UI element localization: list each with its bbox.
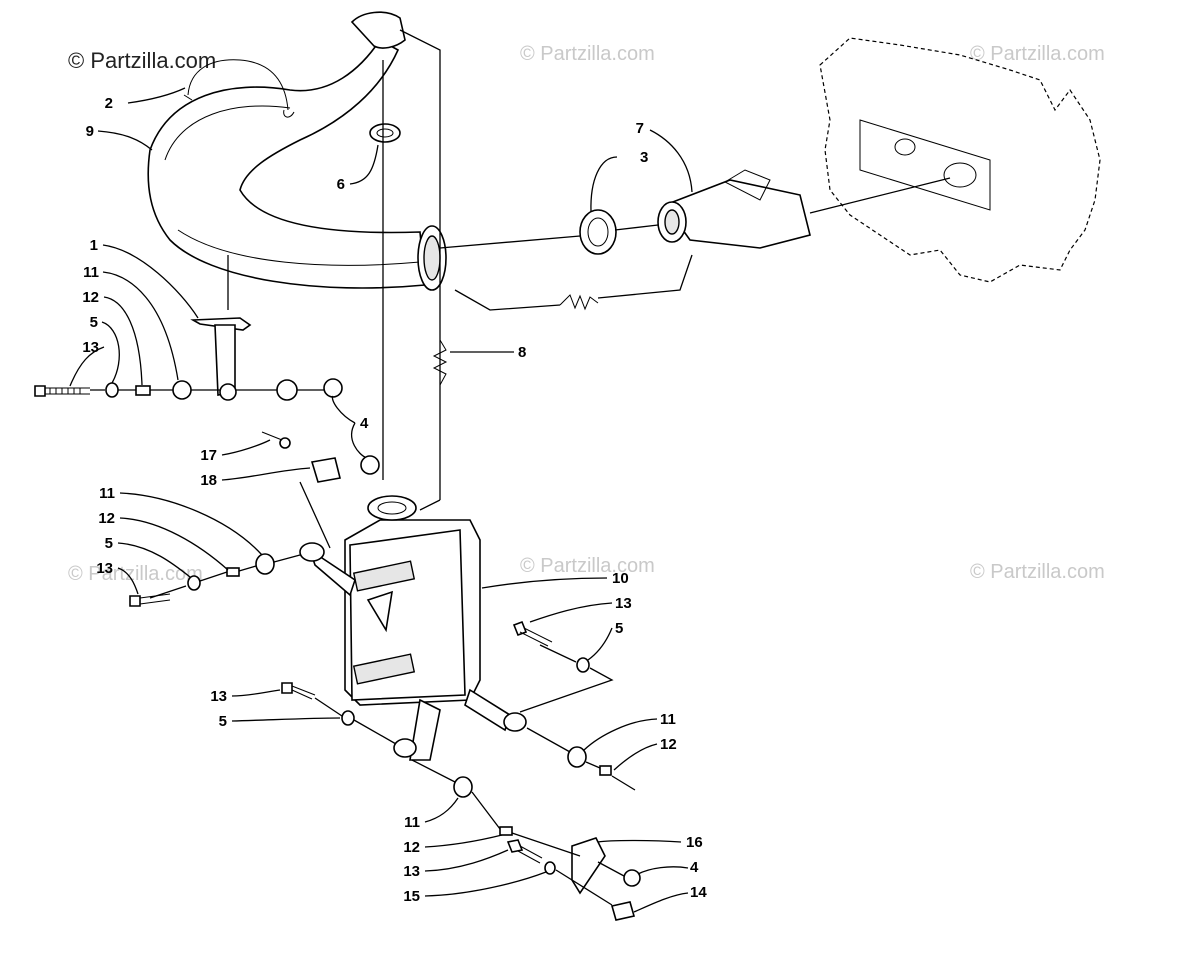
watermark-top-center: © Partzilla.com [520,43,655,65]
callout-13-e: 13 [403,863,420,880]
callout-17: 17 [200,447,217,464]
watermark-top-right: © Partzilla.com [970,43,1105,65]
callout-11-a: 11 [83,264,99,281]
callout-12-c: 12 [660,736,677,753]
callout-5-a: 5 [90,314,98,331]
callout-13-d: 13 [210,688,227,705]
callout-labels: 2 9 6 7 3 1 11 12 5 13 8 4 17 18 11 12 5… [82,95,707,905]
callout-18: 18 [200,472,217,489]
callout-8: 8 [518,344,526,361]
callout-9: 9 [86,123,94,140]
hardware-set [34,317,641,921]
callout-5-d: 5 [219,713,227,730]
callout-10: 10 [612,570,629,587]
callout-12-b: 12 [98,510,115,527]
callout-14: 14 [690,884,707,901]
callout-5-b: 5 [105,535,113,552]
callout-11-d: 11 [404,814,420,831]
callout-12-a: 12 [82,289,99,306]
engine-outline [819,37,1101,283]
manifold-part-7 [657,169,811,249]
callout-13-a: 13 [82,339,99,356]
watermark-mid-right: © Partzilla.com [970,561,1105,583]
callout-13-c: 13 [615,595,632,612]
exhaust-pipe-part-9 [147,11,447,291]
watermark-primary: © Partzilla.com [68,48,216,73]
watermark-mid-left: © Partzilla.com [68,563,203,585]
callout-7: 7 [636,120,644,137]
leader-lines [69,29,951,913]
spring-part-2 [183,59,295,118]
spring-part-8-top [559,294,599,311]
gasket-part-6 [369,123,401,143]
callout-13-b: 13 [96,560,113,577]
callout-6: 6 [337,176,345,193]
callout-11-b: 11 [99,485,115,502]
callout-3: 3 [640,149,648,166]
muffler-part-10 [299,495,527,761]
callout-2: 2 [105,95,113,112]
watermark-mid-center: © Partzilla.com [520,555,655,577]
callout-4-a: 4 [360,415,369,432]
callout-16: 16 [686,834,703,851]
callout-12-d: 12 [403,839,420,856]
seal-part-3 [579,209,617,255]
spring-part-8-side [432,339,448,386]
callout-1: 1 [90,237,98,254]
callout-11-c: 11 [660,711,676,728]
callout-4-b: 4 [690,859,699,876]
callout-15: 15 [403,888,420,905]
callout-5-c: 5 [615,620,623,637]
